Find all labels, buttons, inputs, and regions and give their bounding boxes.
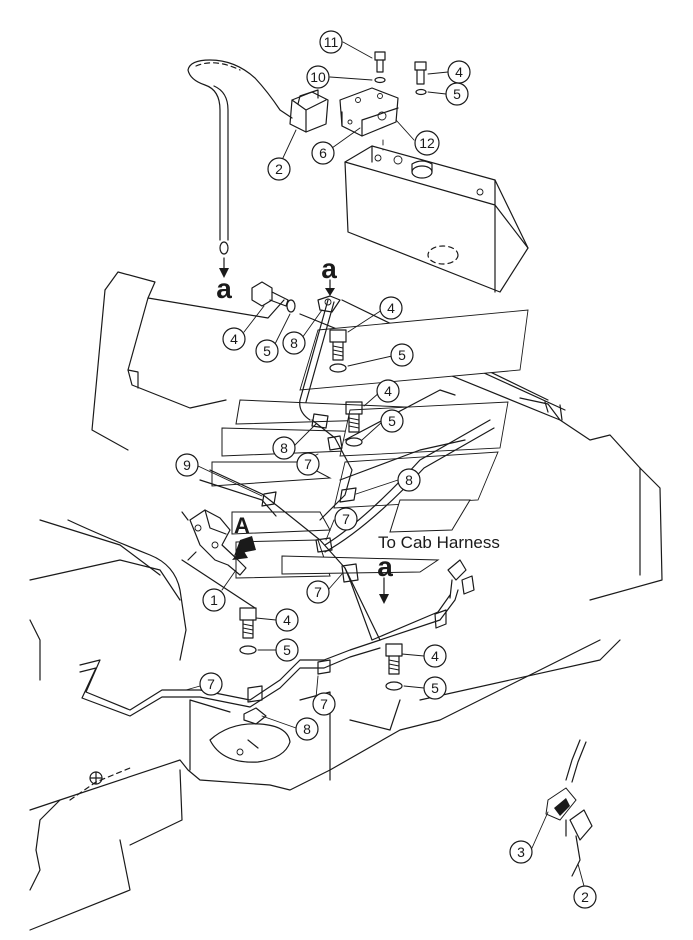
- svg-text:10: 10: [310, 69, 326, 85]
- callout: 8: [397, 468, 421, 492]
- svg-text:5: 5: [263, 343, 271, 359]
- svg-text:7: 7: [314, 584, 322, 600]
- lower-frame: [29, 519, 621, 931]
- bolt-4-left: [251, 281, 296, 313]
- callout: 12: [414, 130, 440, 156]
- bracket-8-lower: [209, 707, 291, 763]
- callout: 8: [272, 436, 296, 460]
- svg-text:8: 8: [290, 335, 298, 351]
- callout: 5: [255, 339, 279, 363]
- callout: 5: [380, 409, 404, 433]
- callouts: 11 10 4 5 2 6 12 4 5 8 4 5 4 5 8 7 9 8 7…: [175, 30, 597, 909]
- relay-1: [181, 509, 247, 576]
- svg-text:4: 4: [431, 648, 439, 664]
- callout: 4: [423, 644, 447, 668]
- bolt-4-lower: [239, 607, 257, 655]
- bracket-6: [339, 87, 399, 137]
- svg-text:2: 2: [581, 889, 589, 905]
- marker-a-right: a: [377, 551, 393, 582]
- callout: 4: [222, 327, 246, 351]
- arrow-a-right: [379, 577, 389, 604]
- callout: 10: [306, 65, 330, 89]
- callout: 7: [312, 692, 336, 716]
- svg-text:4: 4: [230, 331, 238, 347]
- bolt-11: [374, 51, 386, 84]
- inset-connector: [545, 739, 593, 877]
- bracket-8-top: [317, 279, 341, 313]
- svg-text:12: 12: [419, 135, 435, 151]
- callout: 11: [319, 30, 343, 54]
- callout: 7: [199, 672, 223, 696]
- svg-text:7: 7: [304, 456, 312, 472]
- callout: 7: [296, 452, 320, 476]
- callout: 5: [275, 638, 299, 662]
- bolt-4-right: [385, 643, 403, 691]
- svg-text:4: 4: [387, 300, 395, 316]
- callout: 8: [295, 717, 319, 741]
- marker-a-left: a: [216, 273, 232, 304]
- main-harness: [67, 299, 495, 717]
- connector-2: [289, 89, 329, 133]
- callout: 7: [334, 507, 358, 531]
- svg-text:1: 1: [210, 592, 218, 608]
- to-cab-harness-label: To Cab Harness: [378, 533, 500, 552]
- callout: 4: [447, 60, 471, 84]
- callout: 2: [573, 885, 597, 909]
- callout: 5: [423, 676, 447, 700]
- ground-screw: [69, 767, 131, 801]
- svg-text:5: 5: [453, 86, 461, 102]
- callout: 6: [311, 141, 335, 165]
- svg-text:7: 7: [320, 696, 328, 712]
- marker-view-A: A: [234, 513, 250, 538]
- callout: 2: [267, 157, 291, 181]
- marker-a-top: a: [321, 253, 337, 284]
- svg-text:4: 4: [283, 612, 291, 628]
- harness-clamps: [247, 413, 475, 703]
- svg-text:7: 7: [342, 511, 350, 527]
- svg-text:5: 5: [283, 642, 291, 658]
- svg-text:5: 5: [398, 347, 406, 363]
- markers: a a a A: [216, 253, 393, 582]
- svg-text:8: 8: [405, 472, 413, 488]
- bolt-4-center-a: [329, 329, 347, 373]
- svg-text:6: 6: [319, 145, 327, 161]
- bolt-4-center-b: [345, 401, 363, 447]
- callout: 1: [202, 588, 226, 612]
- svg-text:5: 5: [431, 680, 439, 696]
- svg-text:8: 8: [280, 440, 288, 456]
- callout: 7: [306, 580, 330, 604]
- callout: 5: [445, 82, 469, 106]
- callout: 4: [376, 379, 400, 403]
- svg-text:5: 5: [388, 413, 396, 429]
- svg-text:8: 8: [303, 721, 311, 737]
- callout: 5: [390, 343, 414, 367]
- leader-lines: [185, 41, 585, 887]
- callout: 3: [509, 840, 533, 864]
- svg-text:4: 4: [455, 64, 463, 80]
- callout: 4: [275, 608, 299, 632]
- svg-text:4: 4: [384, 383, 392, 399]
- svg-text:7: 7: [207, 676, 215, 692]
- view-arrow-A: [232, 536, 256, 560]
- bolt-4-top: [414, 61, 427, 96]
- callout: 9: [175, 453, 199, 477]
- svg-text:9: 9: [183, 457, 191, 473]
- callout: 8: [282, 331, 306, 355]
- svg-text:2: 2: [275, 161, 283, 177]
- upper-harness: [187, 59, 293, 278]
- callout: 4: [379, 296, 403, 320]
- svg-text:11: 11: [324, 34, 339, 50]
- svg-text:3: 3: [517, 844, 525, 860]
- fuel-tank: [344, 139, 529, 293]
